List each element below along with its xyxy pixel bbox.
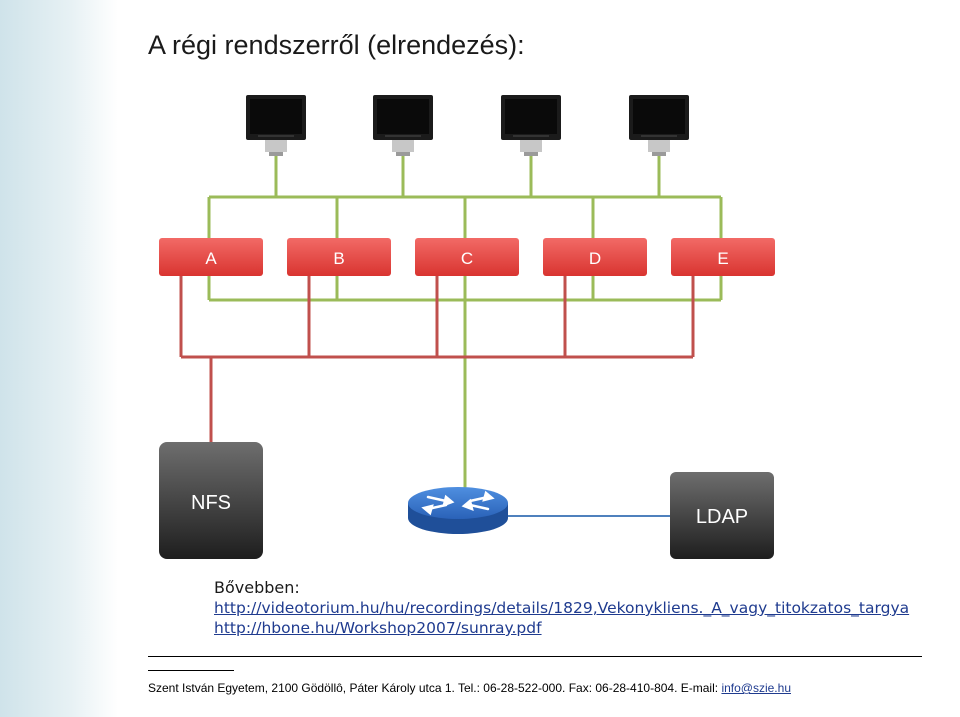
terminal-1: [246, 95, 306, 156]
footer: Szent István Egyetem, 2100 Gödöllô, Páte…: [148, 681, 791, 695]
server-box-c: C: [415, 238, 519, 276]
server-label-d: D: [589, 249, 601, 268]
server-box-a: A: [159, 238, 263, 276]
sidebar-gradient: [0, 0, 118, 717]
page-title: A régi rendszerről (elrendezés):: [148, 30, 525, 60]
more-info-label: Bővebben:: [214, 578, 300, 597]
more-info: Bővebben: http://videotorium.hu/hu/recor…: [214, 578, 909, 638]
terminal-network-lines: [207, 155, 723, 238]
terminal-3: [501, 95, 561, 156]
footer-divider-short: [148, 670, 234, 671]
ldap-label: LDAP: [696, 506, 748, 528]
videotorium-link[interactable]: http://videotorium.hu/hu/recordings/deta…: [214, 599, 910, 617]
footer-divider-long: [148, 656, 922, 657]
router-icon: [408, 487, 508, 534]
server-label-e: E: [717, 249, 728, 268]
server-box-e: E: [671, 238, 775, 276]
server-label-b: B: [333, 249, 344, 268]
terminal-4: [629, 95, 689, 156]
nfs-label: NFS: [191, 492, 231, 514]
nfs-server-box: NFS: [159, 442, 263, 559]
server-box-d: D: [543, 238, 647, 276]
hbone-link[interactable]: http://hbone.hu/Workshop2007/sunray.pdf: [214, 619, 542, 637]
server-label-a: A: [205, 249, 217, 268]
server-label-c: C: [461, 249, 473, 268]
ldap-server-box: LDAP: [670, 472, 774, 559]
server-box-b: B: [287, 238, 391, 276]
nfs-storage-lines: [179, 276, 695, 442]
footer-address: Szent István Egyetem, 2100 Gödöllô, Páte…: [148, 681, 722, 695]
terminal-2: [373, 95, 433, 156]
footer-email-link[interactable]: info@szie.hu: [721, 681, 791, 695]
server-network-lines: [207, 276, 723, 492]
